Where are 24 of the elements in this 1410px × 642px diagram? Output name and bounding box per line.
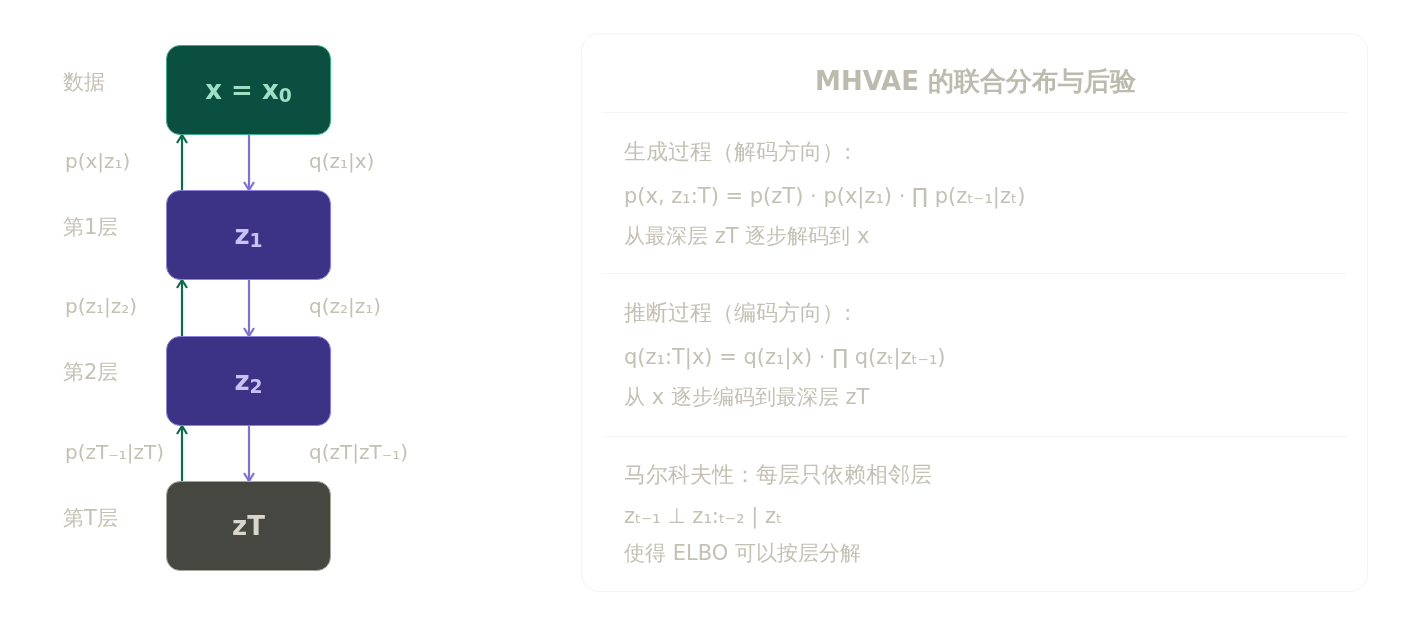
data-box: x = x$_{0}$: [166, 45, 331, 135]
arrow: [175, 133, 189, 190]
formula: q(z₁:T|x) = q(z₁|x) · ∏ q(zₜ|zₜ₋₁): [624, 345, 946, 369]
layer-label: 第T层: [63, 505, 118, 532]
layer-box: z$_{1}$: [166, 190, 331, 280]
layer-label: 数据: [63, 69, 105, 96]
formula: p(x, z₁:T) = p(zT) · p(x|z₁) · ∏ p(zₜ₋₁|zₜ): [624, 184, 1026, 208]
panel-title: MHVAE 的联合分布与后验: [814, 65, 1137, 98]
section-heading: 马尔科夫性：每层只依赖相邻层: [624, 461, 932, 489]
layer-box: z$_{2}$: [166, 336, 331, 426]
note: 从最深层 zT 逐步解码到 x: [624, 223, 870, 250]
section-heading: 生成过程（解码方向）:: [624, 138, 852, 166]
layer-label: 第2层: [63, 359, 119, 386]
arrow: [175, 424, 189, 481]
formula: zₜ₋₁ ⊥ z₁:ₜ₋₂ | zₜ: [624, 504, 783, 528]
arrow: [242, 426, 256, 483]
arrow: [242, 280, 256, 338]
note: 从 x 逐步编码到最深层 zT: [624, 384, 870, 411]
section-heading: 推断过程（编码方向）:: [624, 299, 852, 327]
note: 使得 ELBO 可以按层分解: [624, 540, 861, 567]
arrow: [175, 278, 189, 336]
layer-box: zT: [166, 481, 331, 571]
layer-label: 第1层: [63, 214, 119, 241]
arrow: [242, 135, 256, 192]
